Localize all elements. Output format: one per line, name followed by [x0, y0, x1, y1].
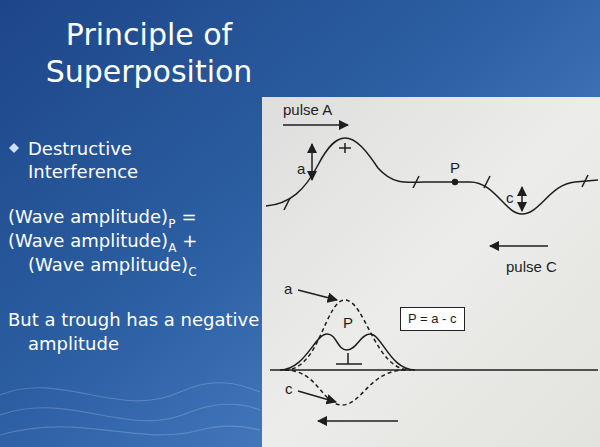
tick-mark: [582, 175, 588, 187]
equation-line: (Wave amplitude)C: [28, 253, 197, 284]
amplitude-label: a: [284, 280, 292, 297]
formula-box: P = a - c: [400, 307, 465, 331]
direction-arrow: [318, 420, 398, 422]
wave-line: [0, 404, 260, 421]
subscript: C: [188, 265, 196, 279]
pointer-line: [347, 353, 349, 364]
amplitude-label: a: [297, 160, 305, 177]
tick-mark: [284, 198, 290, 210]
subscript: A: [168, 241, 176, 255]
amplitude-arrow: [311, 144, 313, 180]
photo-panel: [262, 97, 600, 447]
equation-term: (Wave amplitude): [8, 206, 168, 227]
resultant-wave: [280, 334, 415, 370]
note-text: But a trough has a negative amplitude: [8, 308, 260, 356]
operator: +: [182, 230, 197, 251]
amplitude-label: c: [285, 380, 293, 397]
bullet-text: Destructive Interference: [28, 137, 178, 183]
operator: =: [181, 206, 196, 227]
point-label: P: [343, 314, 353, 331]
wave-line: [0, 383, 260, 401]
point-label: P: [450, 159, 460, 176]
wave-pulse: [266, 138, 598, 214]
dashed-pulse: [285, 300, 410, 370]
equation-term: (Wave amplitude): [8, 230, 168, 251]
amplitude-label: c: [506, 189, 514, 206]
upper-sketch: [266, 125, 598, 246]
tick-mark: [484, 176, 490, 188]
point-dot: [452, 179, 458, 185]
tick-mark: [413, 176, 419, 188]
wave-decor: [0, 383, 260, 435]
leader-arrow: [298, 290, 337, 300]
direction-arrow: [490, 245, 548, 247]
box-text: P = a - c: [408, 311, 457, 327]
cross-mark: [344, 143, 346, 153]
subscript: P: [168, 217, 175, 231]
leader-arrow: [298, 391, 336, 402]
dashed-trough: [285, 370, 405, 405]
equation-term: (Wave amplitude): [28, 254, 188, 275]
pulse-label: pulse A: [283, 101, 332, 118]
lower-sketch: [270, 290, 598, 421]
pulse-label: pulse C: [506, 258, 557, 275]
slide-title: Principle of Superposition: [14, 16, 284, 90]
direction-arrow: [283, 124, 348, 126]
bullet-diamond: [9, 143, 19, 153]
baseline: [270, 369, 598, 371]
pointer-bar: [336, 363, 362, 365]
amplitude-arrow: [521, 187, 523, 211]
wave-line: [0, 426, 260, 435]
